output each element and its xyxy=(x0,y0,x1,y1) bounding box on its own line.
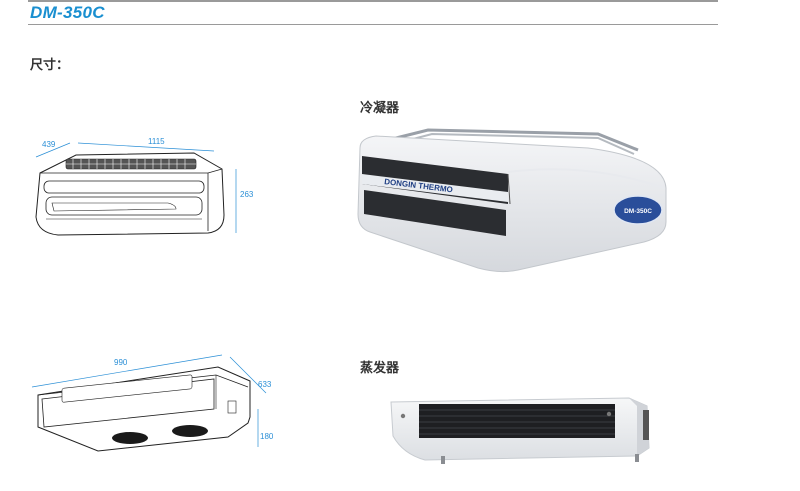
condenser-label: 冷凝器 xyxy=(360,100,400,115)
top-rule xyxy=(28,0,718,2)
evaporator-label: 蒸发器 xyxy=(360,360,400,375)
condenser-height-dim: 263 xyxy=(240,190,254,199)
evaporator-drawing: 990 633 180 xyxy=(31,354,274,452)
model-title: DM-350C xyxy=(30,3,105,22)
evaporator-height-dim: 180 xyxy=(260,432,274,441)
title-rule xyxy=(28,24,718,25)
condenser-depth-dim: 439 xyxy=(42,140,56,149)
evaporator-width-dim: 990 xyxy=(114,358,128,367)
evaporator-depth-dim: 633 xyxy=(258,380,272,389)
condenser-photo: DONGIN THERMO DM-350C xyxy=(357,128,667,273)
evaporator-photo xyxy=(390,397,650,464)
dimensions-label: 尺寸： xyxy=(30,57,70,72)
condenser-width-dim: 1115 xyxy=(148,137,165,146)
condenser-badge-model: DM-350C xyxy=(624,208,652,215)
condenser-drawing: 439 1115 263 xyxy=(35,137,254,236)
